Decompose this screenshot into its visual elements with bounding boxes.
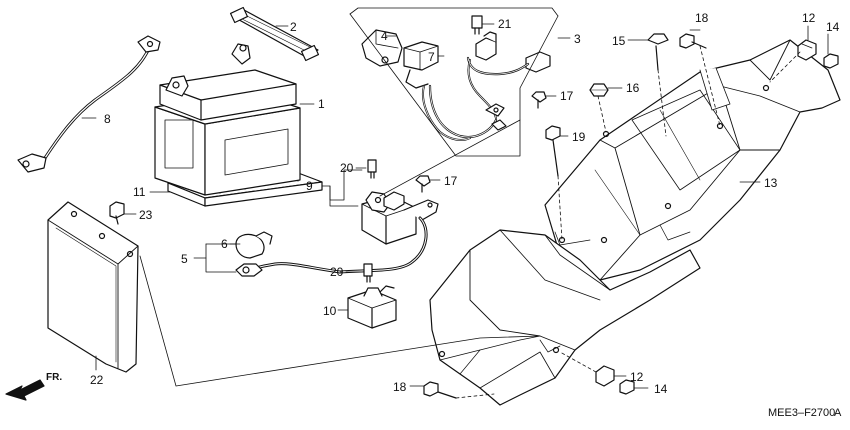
fasteners	[415, 33, 839, 399]
callout-18-top: 18	[695, 11, 709, 25]
callout-16: 16	[626, 81, 640, 95]
callout-21: 21	[498, 17, 512, 31]
positive-cable	[235, 231, 342, 277]
callout-12-bottom: 12	[630, 370, 644, 384]
callout-4: 4	[381, 29, 388, 43]
callout-15: 15	[612, 34, 626, 48]
callout-23: 23	[139, 208, 153, 222]
fr-label: FR.	[46, 372, 62, 383]
starter-relay	[338, 159, 439, 274]
callout-11: 11	[133, 185, 146, 199]
callout-10: 10	[323, 304, 337, 318]
callout-17-upper: 17	[560, 89, 574, 103]
front-direction-arrow: FR.	[5, 372, 62, 401]
callout-3: 3	[574, 32, 581, 46]
callout-18-bottom: 18	[393, 380, 407, 394]
drawing-suffix: A	[834, 407, 842, 419]
callout-7: 7	[428, 50, 435, 64]
callout-2: 2	[290, 20, 297, 34]
callout-9: 9	[306, 179, 313, 193]
callout-17-lower: 17	[444, 174, 458, 188]
rear-fender-tray	[429, 39, 841, 406]
callout-13: 13	[764, 176, 778, 190]
drawing-code: MEE3–F2700	[768, 407, 835, 419]
callout-20-upper: 20	[340, 161, 354, 175]
spare-relay	[347, 285, 397, 329]
spare-fuse	[363, 263, 373, 283]
callout-6: 6	[221, 237, 228, 251]
callout-12-top: 12	[802, 11, 816, 25]
callout-22: 22	[90, 373, 104, 387]
battery	[154, 43, 301, 196]
battery-band	[229, 6, 320, 62]
callout-1: 1	[318, 97, 325, 111]
callout-14-top: 14	[826, 20, 840, 34]
callout-19: 19	[572, 130, 586, 144]
main-fuse-set	[361, 15, 551, 141]
callout-20-lower: 20	[330, 265, 344, 279]
callout-8: 8	[104, 112, 111, 126]
leader-lines	[81, 7, 829, 399]
side-cover-ecu	[47, 201, 139, 373]
callout-14-bottom: 14	[654, 382, 668, 396]
callout-5: 5	[181, 252, 188, 266]
negative-cable	[17, 35, 161, 173]
